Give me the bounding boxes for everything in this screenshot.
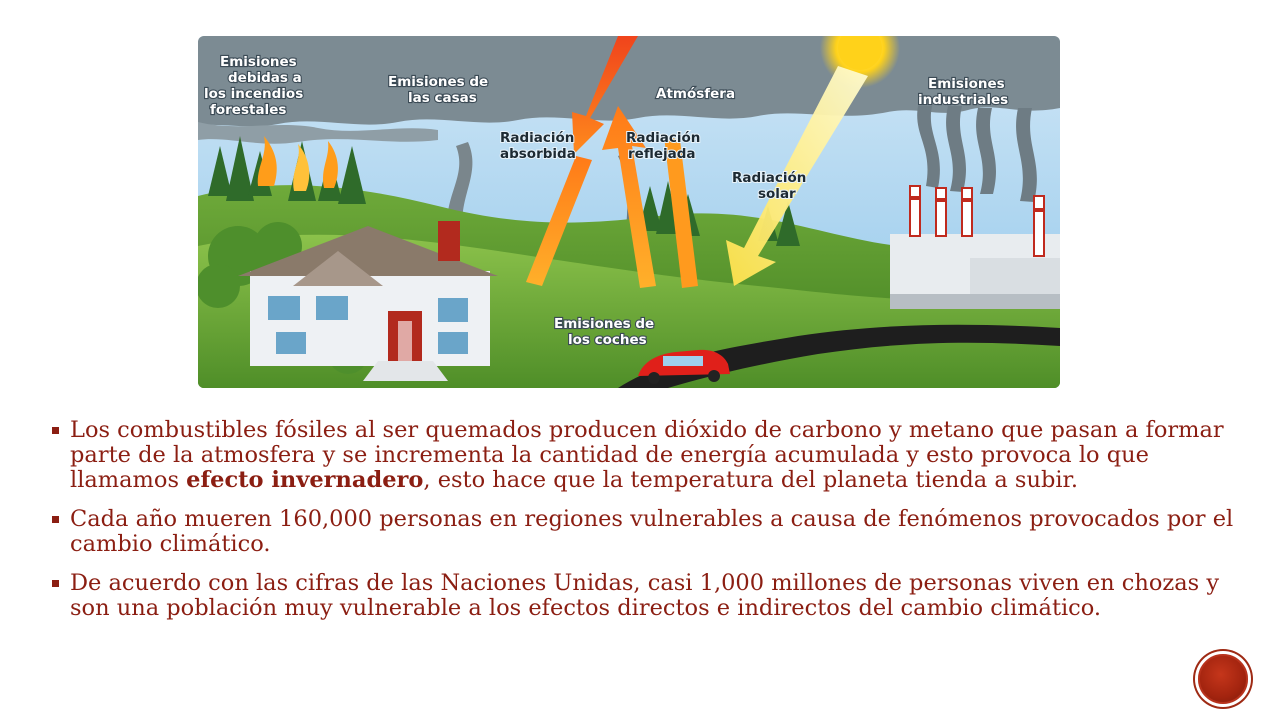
factory — [890, 185, 1060, 309]
house — [238, 221, 498, 381]
label-industrial-2: industriales — [918, 92, 1008, 108]
bullet-text: Cada año mueren 160,000 personas en regi… — [70, 506, 1234, 557]
house-smoke — [447, 142, 473, 232]
label-forest-fires-2: debidas a — [228, 70, 302, 86]
absorbed-radiation-arrow — [572, 36, 638, 154]
solar-radiation-arrow — [726, 66, 868, 286]
forest-fire — [257, 136, 338, 191]
bullet-text: De acuerdo con las cifras de las Nacione… — [70, 570, 1220, 621]
square-bullet-icon — [52, 427, 59, 434]
bullet-text: Los combustibles fósiles al ser quemados… — [70, 417, 1224, 493]
label-solar-1: Radiación — [732, 170, 806, 186]
square-bullet-icon — [52, 580, 59, 587]
label-forest-fires-1: Emisiones — [220, 54, 297, 70]
label-houses-1: Emisiones de — [388, 74, 488, 90]
label-absorbed-2: absorbida — [500, 146, 576, 162]
label-industrial-1: Emisiones — [928, 76, 1005, 92]
bullet-list: Los combustibles fósiles al ser quemados… — [52, 418, 1242, 635]
label-cars-1: Emisiones de — [554, 316, 654, 332]
road — [618, 324, 1060, 388]
greenhouse-effect-diagram: Emisiones debidas a los incendios forest… — [198, 36, 1060, 388]
diagram-labels: Emisiones debidas a los incendios forest… — [203, 53, 1009, 349]
label-forest-fires-3: los incendios — [204, 86, 303, 102]
label-cars-2: los coches — [568, 332, 647, 348]
industrial-smoke — [917, 106, 940, 188]
bullet-fossil-fuels: Los combustibles fósiles al ser quemados… — [52, 418, 1242, 493]
car — [638, 349, 730, 384]
label-atmosphere: Atmósfera — [656, 86, 735, 102]
bullet-text-end: , esto hace que la temperatura del plane… — [423, 467, 1078, 493]
bold-term: efecto invernadero — [186, 467, 424, 493]
bullet-vulnerable-population: De acuerdo con las cifras de las Nacione… — [52, 571, 1242, 621]
square-bullet-icon — [52, 516, 59, 523]
label-solar-2: solar — [758, 186, 796, 202]
label-reflected-1: Radiación — [626, 130, 700, 146]
label-forest-fires-4: forestales — [210, 102, 286, 118]
label-absorbed-1: Radiación — [500, 130, 574, 146]
bullet-deaths: Cada año mueren 160,000 personas en regi… — [52, 507, 1242, 557]
reflected-radiation-arrow — [602, 106, 656, 288]
decorative-circle-badge — [1198, 654, 1248, 704]
label-reflected-2: reflejada — [628, 146, 696, 162]
label-houses-2: las casas — [408, 90, 477, 106]
